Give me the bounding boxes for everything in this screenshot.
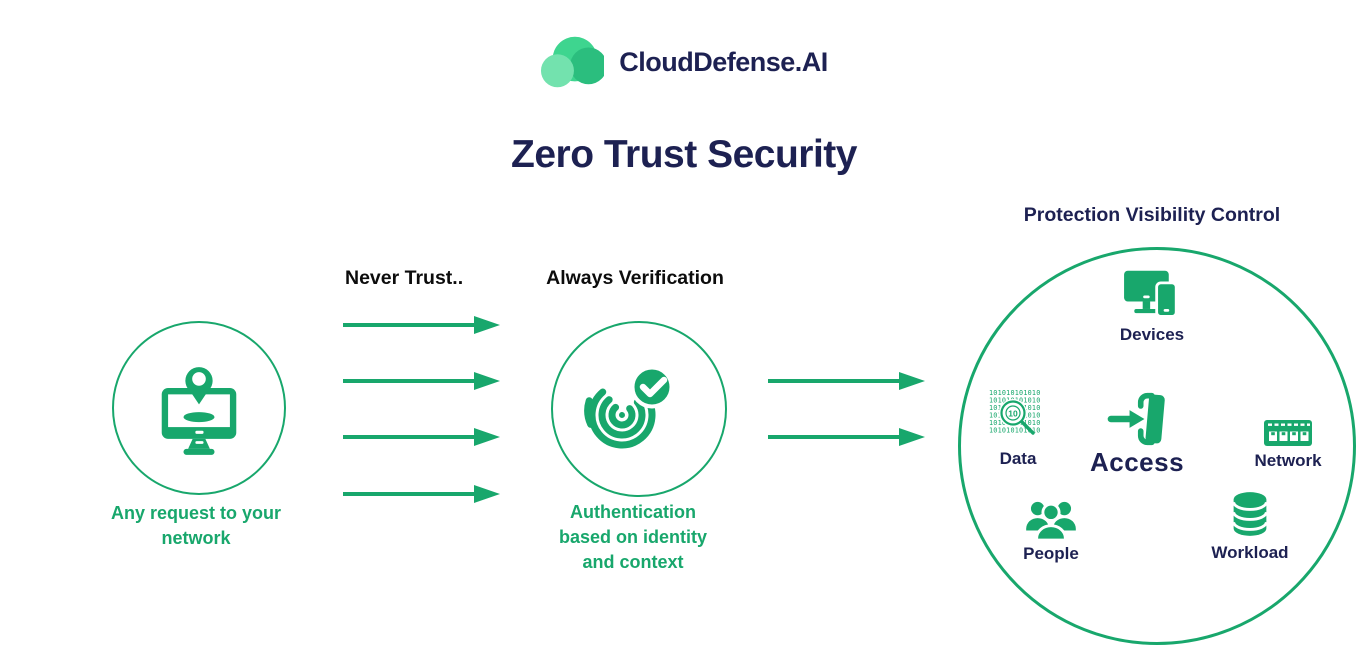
database-stack-icon: [1232, 492, 1268, 536]
logo: CloudDefense.AI: [0, 34, 1368, 90]
fingerprint-check-icon: [584, 365, 674, 449]
request-caption-line: network: [161, 528, 231, 548]
protection-item-data: 101010101010 101010101010 101010101010 1…: [958, 388, 1078, 469]
protection-title: Protection Visibility Control: [1023, 204, 1281, 226]
page-title: Zero Trust Security: [511, 133, 857, 176]
verify-caption: Authentication based on identity and con…: [513, 500, 753, 575]
devices-icon: [1124, 270, 1178, 318]
protection-item-people: People: [991, 499, 1111, 564]
flow-arrows-right: [768, 372, 925, 446]
svg-text:101010101010: 101010101010: [989, 427, 1041, 435]
verify-caption-line: Authentication: [570, 502, 696, 522]
svg-text:10: 10: [1008, 408, 1018, 418]
monitor-location-pin-icon: [161, 367, 237, 455]
verify-caption-line: based on identity: [558, 527, 708, 547]
brand-text: CloudDefense.AI: [619, 46, 828, 77]
protection-item-label: People: [1023, 544, 1079, 563]
request-caption-line: Any request to your: [110, 503, 282, 523]
network-switch-icon: [1264, 420, 1312, 446]
svg-text:101010101010: 101010101010: [989, 389, 1041, 397]
protection-item-label: Network: [1254, 451, 1322, 470]
protection-item-access: Access: [1076, 392, 1198, 478]
people-group-icon: [1026, 501, 1076, 541]
protection-item-label: Data: [999, 449, 1037, 468]
verify-caption-line: and context: [582, 552, 684, 572]
protection-item-label: Workload: [1211, 543, 1289, 562]
never-trust-label: Never Trust..: [345, 267, 464, 289]
cloud-logo-icon: [541, 36, 605, 88]
protection-item-devices: Devices: [1092, 268, 1212, 345]
request-caption: Any request to your network: [76, 501, 316, 551]
protection-item-label: Access: [1089, 447, 1185, 477]
always-verification-label: Always Verification: [546, 267, 724, 289]
door-login-icon: [1107, 392, 1165, 446]
protection-item-label: Devices: [1119, 325, 1185, 344]
request-node-circle: [112, 321, 286, 495]
data-magnifier-icon: 101010101010 101010101010 101010101010 1…: [989, 389, 1041, 435]
protection-item-network: Network: [1228, 416, 1348, 471]
protection-item-workload: Workload: [1190, 488, 1310, 563]
flow-arrows-left: [343, 316, 500, 503]
